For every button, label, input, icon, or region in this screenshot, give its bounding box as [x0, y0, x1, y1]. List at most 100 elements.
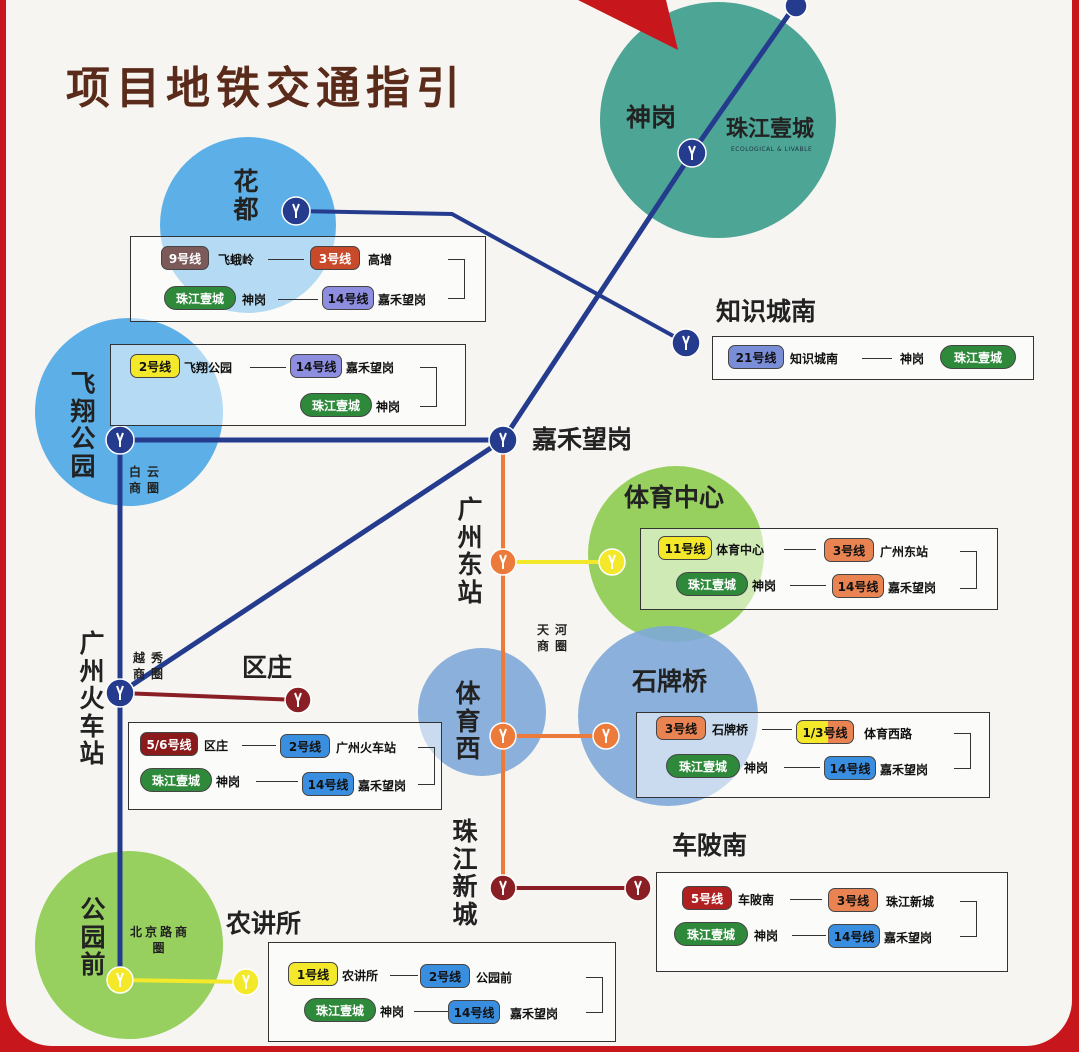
label-tianhe: 天河商圈 [536, 623, 573, 654]
label-guangzhou-dong: 广州东站 [457, 495, 483, 607]
station-markers [105, 0, 808, 996]
label-tiyu-zhongxin: 体育中心 [624, 483, 725, 512]
dash [268, 259, 304, 260]
pill-chebei-l3: 珠江壹城 [674, 922, 748, 946]
stn-chebei-s2: 珠江新城 [886, 895, 935, 909]
dash [784, 767, 820, 768]
stn-huadu-s1: 飞蛾岭 [218, 253, 255, 267]
bracket [420, 367, 437, 407]
logo-tagline: ECOLOGICAL & LIVABLE [731, 146, 813, 153]
stn-zhishi-s2: 神岗 [900, 352, 925, 366]
label-chebeinan: 车陂南 [672, 831, 748, 860]
dash [790, 899, 822, 900]
pill-tiyu-l4: 14号线 [832, 574, 884, 598]
label-beijinglu: 北京路商圈 [130, 925, 191, 956]
dash [790, 585, 826, 586]
label-huochezhan: 广州火车站 [79, 629, 105, 768]
stn-nongjiang-s2: 公园前 [476, 971, 513, 985]
pill-shipai-l1: 3号线 [656, 716, 706, 740]
page-title: 项目地铁交通指引 [66, 63, 466, 114]
dash [390, 975, 418, 976]
stn-quzhuang-s3: 神岗 [216, 775, 241, 789]
dash [784, 549, 816, 550]
label-tiyuxi: 体育西 [455, 679, 481, 763]
stn-tiyu-s3: 神岗 [752, 579, 777, 593]
pill-shipai-l4: 14号线 [824, 756, 876, 780]
station-glyphs [116, 145, 696, 989]
pill-nongjiang-l1: 1号线 [288, 962, 338, 986]
pill-quzhuang-l3: 珠江壹城 [140, 768, 212, 792]
bracket [418, 747, 435, 785]
stn-chebei-s3: 神岗 [754, 929, 779, 943]
pill-shipai-l3: 珠江壹城 [666, 754, 740, 778]
dash [278, 299, 318, 300]
label-shipaiqiao: 石牌桥 [632, 667, 708, 696]
pill-shipai-l2: 1/3号线 [796, 720, 854, 744]
dash [256, 781, 298, 782]
pill-tiyu-l2: 3号线 [824, 538, 874, 562]
label-shengang: 神岗 [626, 103, 677, 132]
label-zhishi: 知识城南 [716, 297, 817, 326]
line-5-6-quzhuang [119, 691, 299, 702]
dash [242, 745, 276, 746]
dash [862, 358, 892, 359]
pill-chebei-l1: 5号线 [682, 886, 732, 910]
label-quzhuang: 区庄 [242, 653, 293, 682]
stn-chebei-s1: 车陂南 [738, 893, 775, 907]
bracket [954, 733, 971, 769]
route-box-nongjiangsuo [268, 942, 616, 1042]
dash [250, 367, 286, 368]
metro-guide-board: 项目地铁交通指引 神岗 珠江壹城 ECOLOGICAL & LIVABLE 花都… [6, 0, 1072, 1046]
label-zhujiang-yicheng: 珠江壹城 [726, 117, 815, 142]
stn-zhishi-s1: 知识城南 [790, 352, 839, 366]
label-yuexiu: 越秀商圈 [132, 651, 169, 682]
stn-tiyu-s4: 嘉禾望岗 [888, 581, 937, 595]
bracket [586, 977, 603, 1013]
label-zhujiang-xincheng: 珠江新城 [452, 817, 478, 929]
stn-feixiang-s3: 神岗 [376, 400, 401, 414]
stn-shipai-s1: 石牌桥 [712, 723, 749, 737]
stn-quzhuang-s4: 嘉禾望岗 [358, 779, 407, 793]
stn-chebei-s4: 嘉禾望岗 [884, 931, 933, 945]
line-14 [118, 2, 799, 696]
pill-huadu-l2: 3号线 [310, 246, 360, 270]
pill-chebei-l2: 3号线 [828, 888, 878, 912]
stn-nongjiang-s1: 农讲所 [342, 969, 379, 983]
label-jiahe: 嘉禾望岗 [532, 425, 633, 454]
stn-huadu-s4: 嘉禾望岗 [378, 293, 427, 307]
pill-feixiang-l2: 14号线 [290, 354, 342, 378]
pointer-arrow [578, 0, 678, 50]
pill-chebei-l4: 14号线 [828, 924, 880, 948]
pill-zhishi-l2: 珠江壹城 [940, 345, 1016, 369]
pill-nongjiang-l4: 14号线 [448, 1000, 500, 1024]
pill-feixiang-l3: 珠江壹城 [300, 393, 372, 417]
stn-huadu-s2: 高增 [368, 253, 393, 267]
stn-nongjiang-s4: 嘉禾望岗 [510, 1007, 559, 1021]
pill-quzhuang-l1: 5/6号线 [140, 732, 198, 756]
label-nongjiangsuo: 农讲所 [226, 909, 302, 938]
stn-shipai-s2: 体育西路 [864, 727, 913, 741]
label-gongyuanqian: 公园前 [80, 895, 106, 979]
pill-feixiang-l1: 2号线 [130, 354, 180, 378]
bracket [960, 551, 977, 589]
stn-shipai-s4: 嘉禾望岗 [880, 763, 929, 777]
dash [414, 1011, 448, 1012]
label-baiyun: 白云商圈 [128, 465, 165, 496]
label-feixiang: 飞翔公园 [70, 369, 96, 481]
pill-huadu-l3: 珠江壹城 [164, 286, 236, 310]
stn-huadu-s3: 神岗 [242, 293, 267, 307]
line-1-nongjiangsuo [119, 978, 247, 984]
stn-nongjiang-s3: 神岗 [380, 1005, 405, 1019]
pill-zhishi-l1: 21号线 [728, 345, 784, 369]
stn-tiyu-s1: 体育中心 [716, 543, 765, 557]
pill-tiyu-l1: 11号线 [658, 536, 712, 560]
pill-huadu-l1: 9号线 [161, 246, 209, 270]
dash [762, 729, 792, 730]
pill-quzhuang-l4: 14号线 [302, 772, 354, 796]
stn-shipai-s3: 神岗 [744, 761, 769, 775]
pill-nongjiang-l2: 2号线 [420, 964, 470, 988]
stn-quzhuang-s1: 区庄 [204, 739, 229, 753]
stn-tiyu-s2: 广州东站 [880, 545, 929, 559]
pill-nongjiang-l3: 珠江壹城 [304, 998, 376, 1022]
pill-tiyu-l3: 珠江壹城 [676, 572, 748, 596]
